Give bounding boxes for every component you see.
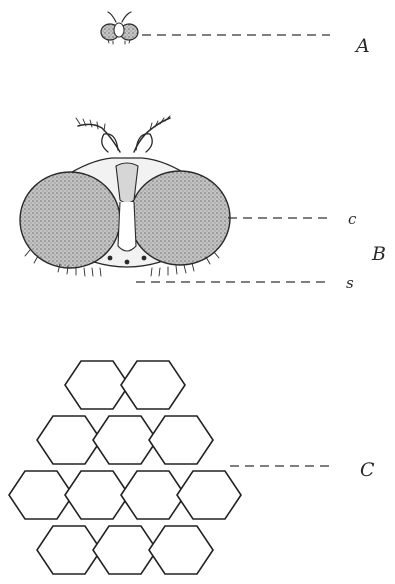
label-b: B bbox=[371, 243, 386, 265]
figure-a-head bbox=[101, 12, 138, 44]
figure-b-head bbox=[20, 116, 230, 276]
facet-hexagon bbox=[93, 416, 157, 464]
facet-hexagon bbox=[93, 526, 157, 574]
facet-hexagon bbox=[149, 416, 213, 464]
facet-hexagon bbox=[37, 526, 101, 574]
label-c-small: c bbox=[348, 210, 357, 228]
figure-c-facets bbox=[9, 361, 241, 574]
facet-hexagon bbox=[65, 471, 129, 519]
label-c-large: C bbox=[360, 459, 375, 481]
facet-hexagon bbox=[37, 416, 101, 464]
facet-hexagon bbox=[177, 471, 241, 519]
facet-hexagon bbox=[149, 526, 213, 574]
facet-hexagon bbox=[121, 361, 185, 409]
label-a: A bbox=[354, 35, 370, 57]
facet-hexagon bbox=[121, 471, 185, 519]
facet-hexagon bbox=[9, 471, 73, 519]
label-s-small: s bbox=[346, 274, 354, 292]
facet-hexagon bbox=[65, 361, 129, 409]
